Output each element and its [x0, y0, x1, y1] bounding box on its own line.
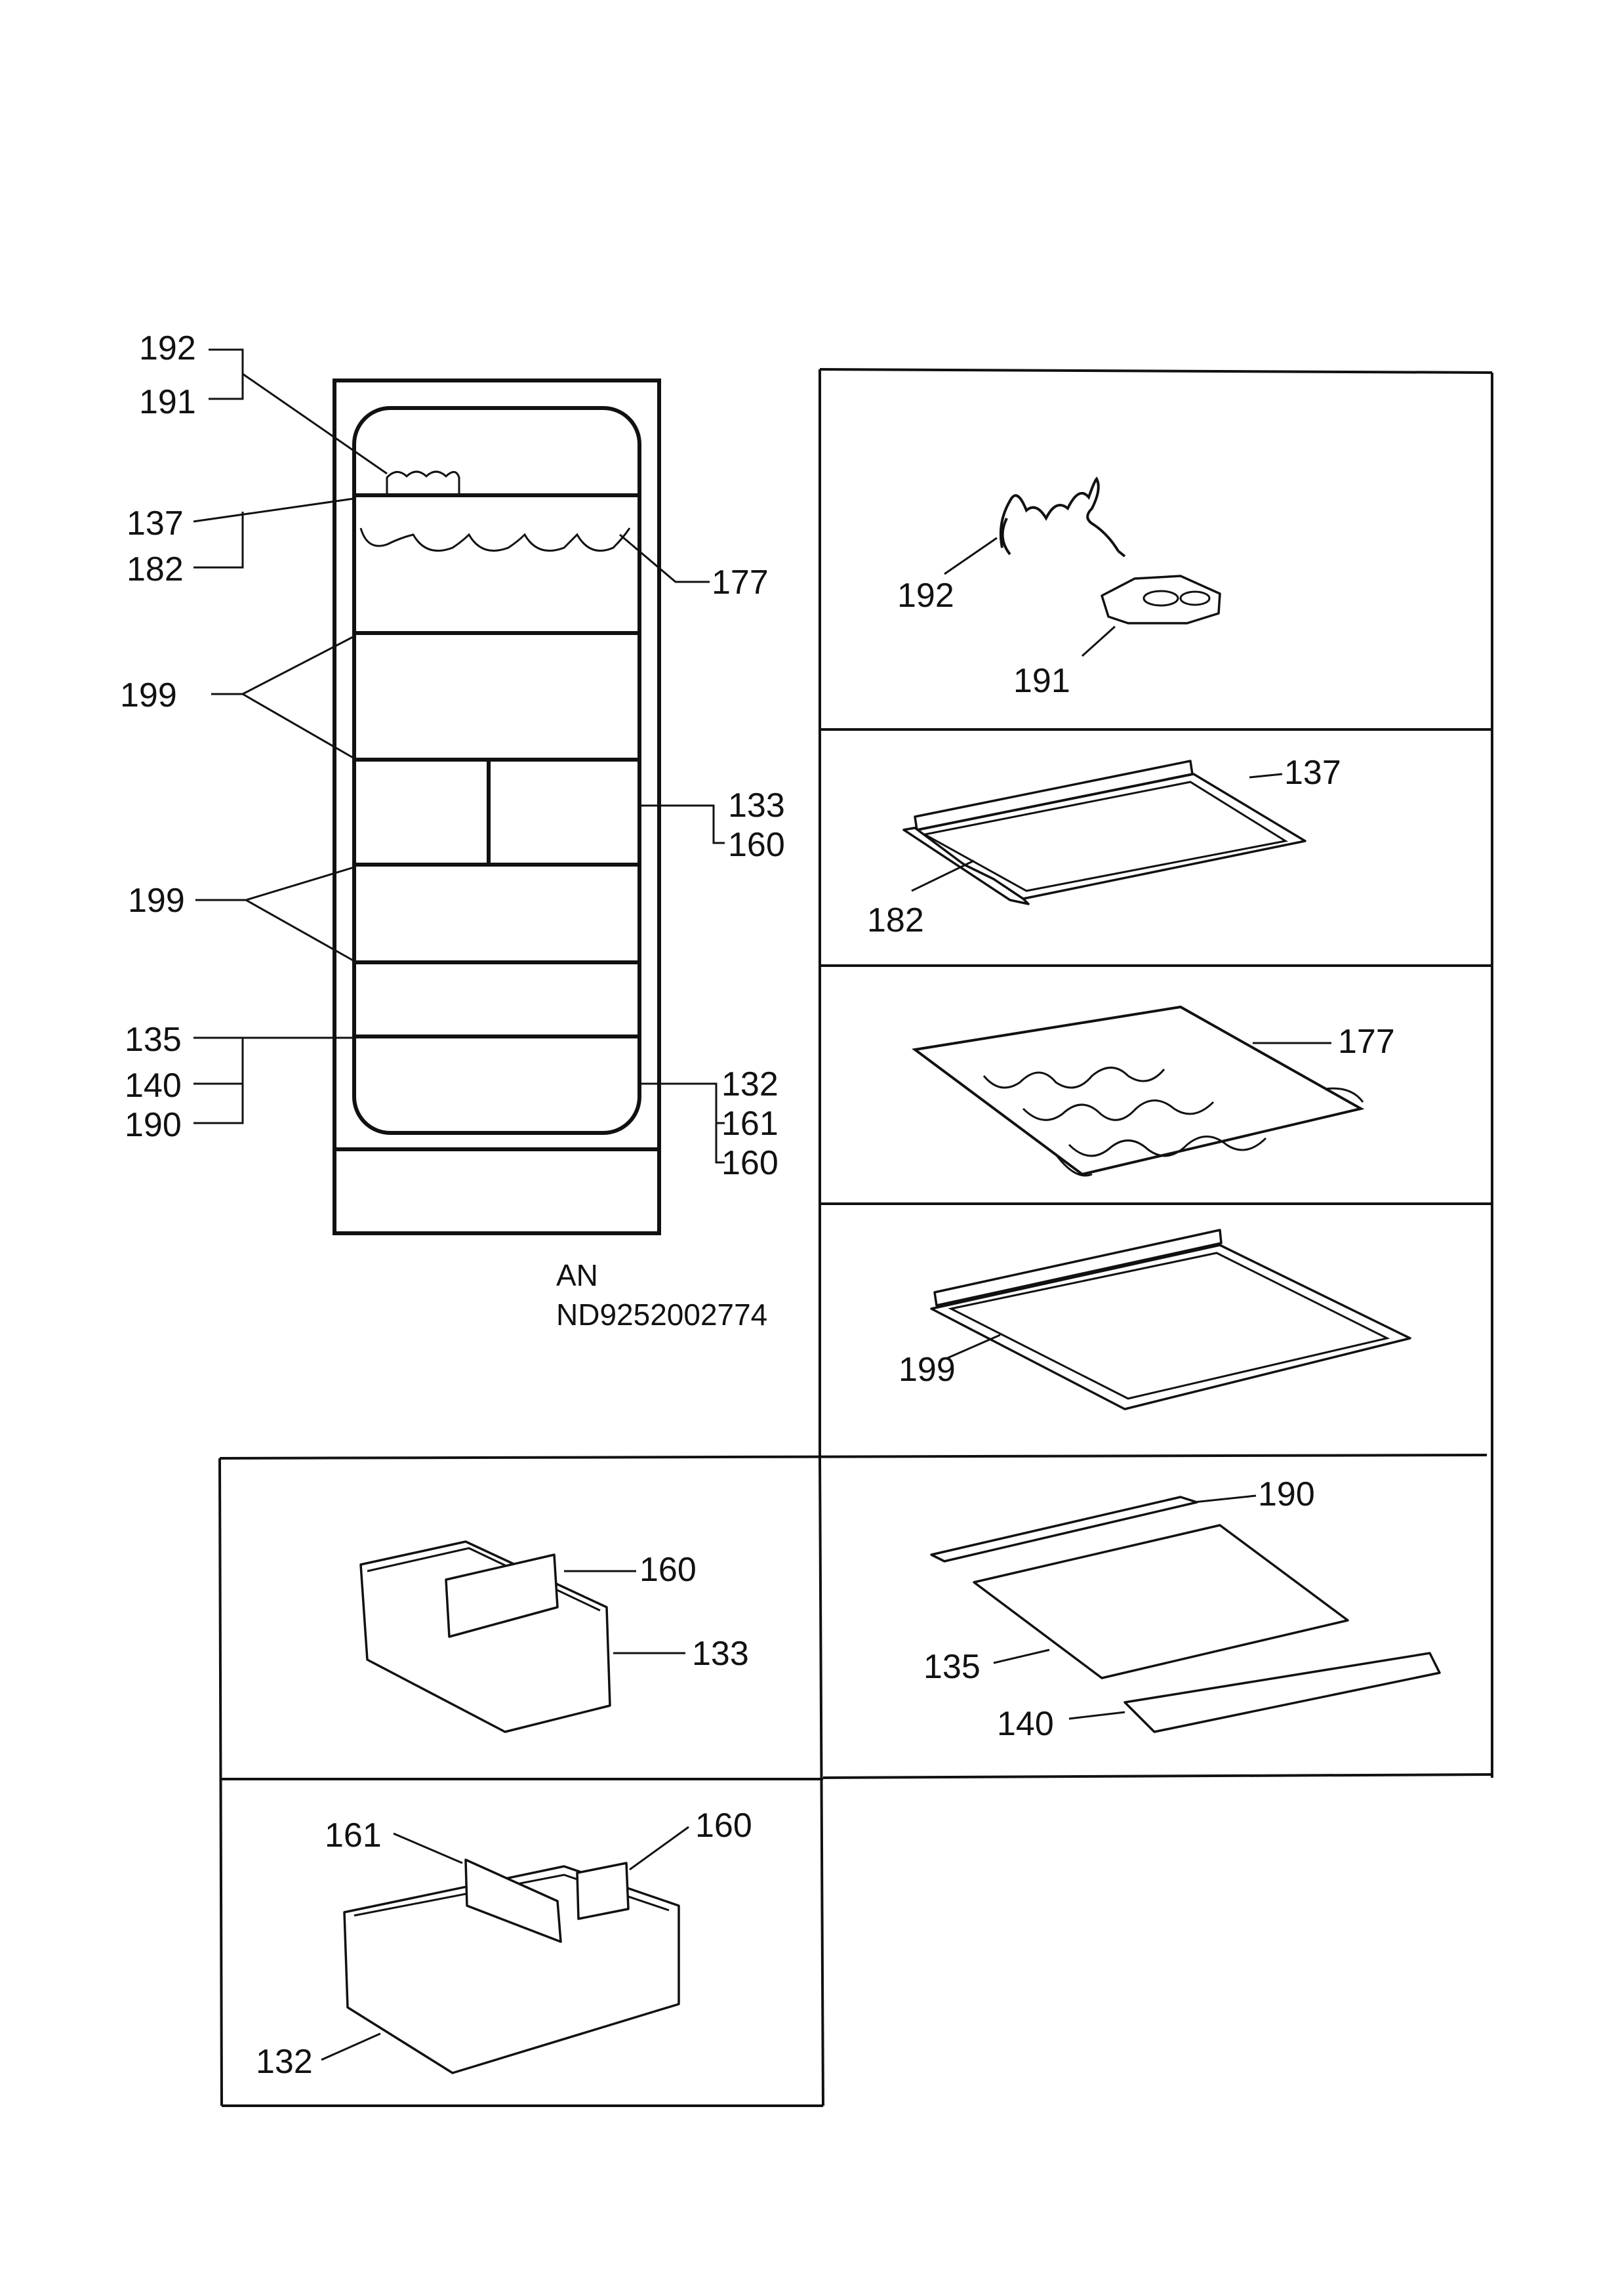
divider-160: [445, 1553, 559, 1638]
wine-rack-wave: [1068, 1136, 1267, 1157]
leader-182: [911, 859, 975, 892]
leader-135: [993, 1649, 1050, 1664]
leader-199: [947, 1334, 1001, 1359]
shelf-182-edge: [902, 827, 1030, 905]
callout-160: 160: [721, 1144, 779, 1182]
panel-shelf-199: 199: [899, 1229, 1411, 1410]
leader-199a: [211, 635, 355, 760]
part-161-label: 161: [325, 1816, 382, 1855]
holder-hole: [1179, 590, 1211, 606]
cabinet-overview: 192 191 137 182 177 199 133 160 199 135 …: [120, 329, 785, 1332]
part-177-label: 177: [1338, 1023, 1395, 1061]
part-190-label: 190: [1258, 1475, 1315, 1513]
panel-border: [218, 1458, 223, 2106]
part-140-label: 140: [997, 1705, 1054, 1743]
holder-191: [1101, 575, 1221, 625]
leader-135-140-190: [193, 1036, 354, 1124]
callout-177: 177: [712, 564, 769, 602]
shelf-199-rail: [933, 1229, 1223, 1307]
model-code-line2: ND9252002774: [556, 1298, 767, 1332]
callout-160: 160: [728, 826, 785, 864]
wine-rack-hook: [1055, 1154, 1093, 1177]
callout-135: 135: [125, 1021, 182, 1059]
divider-160: [576, 1862, 630, 1920]
wine-rack-177: [912, 1005, 1365, 1176]
part-199-label: 199: [899, 1351, 956, 1389]
callout-132: 132: [721, 1065, 779, 1103]
callout-140: 140: [125, 1067, 182, 1105]
wine-rack-wave: [1022, 1099, 1215, 1121]
leader-133-160: [639, 804, 725, 844]
part-182-label: 182: [867, 901, 924, 939]
part-191-label: 191: [1013, 662, 1070, 700]
trim-140: [1123, 1652, 1441, 1733]
leader-137: [1249, 773, 1283, 779]
callout-191: 191: [139, 383, 196, 421]
callout-199: 199: [128, 882, 185, 920]
panel-wine-rack: 177: [912, 1005, 1395, 1177]
leader-132: [321, 2032, 381, 2061]
part-133-label: 133: [692, 1635, 749, 1673]
wire-clip-192: [999, 476, 1126, 558]
leader-140: [1068, 1711, 1125, 1720]
part-137-label: 137: [1284, 754, 1341, 792]
panel-shelf-137: 137 182: [867, 754, 1341, 939]
panel-drawer-133: 160 133: [359, 1540, 749, 1733]
shelf-199-inner: [948, 1252, 1390, 1400]
shelf-182-glass: [907, 773, 1306, 900]
panel-drawer-132: 161 160 132: [256, 1807, 752, 2081]
callout-161: 161: [721, 1105, 779, 1143]
leader-132-161-160: [639, 1082, 725, 1164]
leader-177: [619, 533, 710, 583]
part-160-label: 160: [695, 1807, 752, 1845]
panel-glass-shelf: 190 135 140: [923, 1475, 1441, 1743]
glass-135: [973, 1524, 1349, 1679]
wine-rack-wave: [982, 1067, 1165, 1089]
leader-160: [629, 1826, 689, 1871]
leader-161: [393, 1832, 463, 1864]
shelf-199-glass: [930, 1244, 1411, 1410]
callout-199: 199: [120, 676, 177, 714]
cabinet-outline: [333, 379, 661, 1235]
part-160-label: 160: [639, 1551, 697, 1589]
leader-192-191: [209, 348, 388, 475]
panel-border: [219, 1454, 1487, 1460]
holder-hole: [1143, 590, 1179, 607]
callout-190: 190: [125, 1106, 182, 1144]
bottle-holder-sketch: [386, 470, 460, 493]
part-132-label: 132: [256, 2043, 313, 2081]
panel-border: [819, 368, 1493, 374]
panel-border: [822, 1773, 1493, 1779]
panel-border: [819, 1458, 824, 2106]
shelf-182-inner: [921, 781, 1289, 892]
leader-137-182: [193, 497, 355, 569]
leader-191: [1081, 625, 1116, 657]
part-192-label: 192: [897, 577, 954, 615]
wine-rack-sketch: [359, 527, 631, 552]
model-code-line1: AN: [556, 1258, 598, 1292]
callout-133: 133: [728, 787, 785, 825]
panel-bottle-holder: 192 191: [897, 476, 1221, 700]
callout-182: 182: [127, 550, 184, 588]
drawer-132: [343, 1865, 680, 2074]
callout-192: 192: [139, 329, 196, 367]
cabinet-interior: [352, 406, 641, 1135]
drawer-132-rim: [354, 1874, 670, 1917]
leader-199b: [195, 866, 355, 962]
panel-grid: [218, 368, 1493, 2107]
part-135-label: 135: [923, 1648, 981, 1686]
leader-192: [944, 537, 998, 575]
leader-190: [1193, 1494, 1257, 1504]
callout-137: 137: [127, 504, 184, 543]
wine-rack-hook: [1324, 1087, 1364, 1103]
divider-161: [464, 1858, 562, 1943]
